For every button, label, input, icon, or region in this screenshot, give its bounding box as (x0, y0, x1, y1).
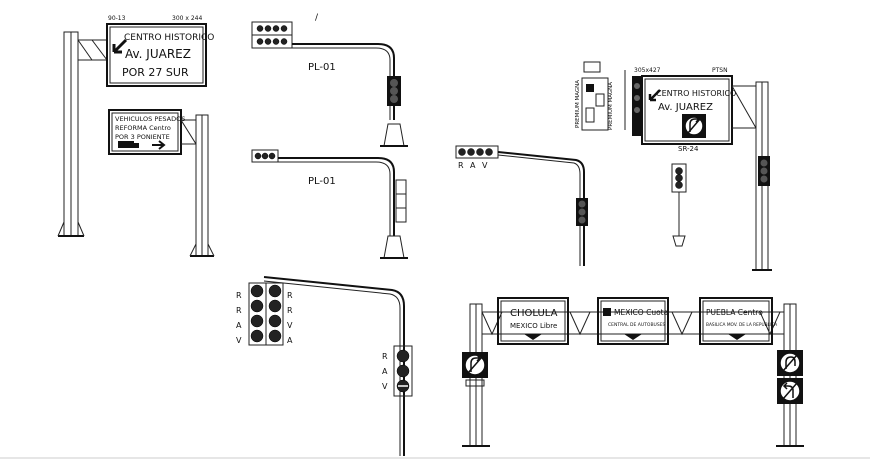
pole-base (383, 235, 405, 259)
direction-sign-1-subtitle: MEXICO Libre (510, 322, 557, 330)
traffic-pole-pl01-middle: PL-01 (251, 149, 408, 259)
sign-line1: VEHICULOS PESADOS (115, 115, 185, 123)
svg-text:/: / (315, 13, 319, 23)
vertical-signal-head (393, 345, 413, 397)
lamp-letter-amber: A (236, 321, 242, 330)
direction-sign-3-title: PUEBLA Centro (706, 308, 763, 317)
traffic-pole-pl01-top: / PL-01 (251, 13, 408, 147)
direction-sign-1 (497, 297, 569, 345)
horizontal-signal-head (251, 149, 279, 163)
sign-line2: REFORMA Centro (115, 124, 171, 132)
sign-line1: CENTRO HISTORICO (656, 89, 736, 98)
lamp-letter-red: R (236, 291, 242, 300)
direction-sign-2 (597, 297, 669, 345)
mast-arm (292, 43, 395, 120)
direction-sign-3-subtitle: BASILICA MOV. DE LA REPUBLICA (706, 322, 777, 328)
logo-icon (603, 308, 611, 316)
sign-line3: POR 3 PONIENTE (115, 133, 170, 141)
direction-sign-2-subtitle: CENTRAL DE AUTOBUSES (608, 322, 666, 328)
directional-gantry: CHOLULA MEXICO Libre MEXICO Cuota CENTRA… (462, 297, 804, 447)
lamp-letter-amber: A (287, 336, 293, 345)
truck-icon (118, 141, 134, 148)
direction-sign-2-title: MEXICO Cuota (614, 308, 668, 317)
direction-sign-3 (699, 297, 773, 345)
brand-label: PREMIUM MAGNA (575, 80, 581, 128)
lamp-letter-red: R (287, 291, 293, 300)
arrow-up-left-icon (648, 89, 661, 102)
traffic-pole-rav: R A V (455, 145, 588, 266)
controller-cabinet (581, 77, 609, 131)
sign-size: 300 x 244 (172, 15, 202, 22)
sign-board (106, 23, 207, 87)
lamp-letter-red-2: R (287, 306, 293, 315)
sign-line3: POR 27 SUR (122, 66, 189, 79)
lamp-letter-red-2: R (236, 306, 242, 315)
lamp-letter-red: R (458, 161, 464, 170)
sign-ref: PTSN (712, 67, 728, 74)
sign-code: 305x427 (634, 67, 661, 74)
direction-sign-1-title: CHOLULA (510, 308, 558, 319)
arrow-right-icon (152, 140, 166, 150)
traffic-pole-large: R R A V R R V A R A V (236, 276, 413, 456)
lamp-letter-amber: A (470, 161, 476, 170)
arrow-up-left-icon (112, 38, 128, 54)
arrow-down-icon (728, 334, 746, 340)
mast-arm (278, 157, 395, 236)
sign-board (641, 75, 733, 145)
sign-board (108, 109, 182, 155)
arrow-down-icon (624, 334, 642, 340)
pole-base (383, 123, 405, 147)
mast-arm (497, 151, 585, 266)
lamp-letter-amber: A (382, 367, 388, 376)
gantry-sign-historic-center: 90-13 300 x 244 CENTRO HISTORICO Av. JUA… (57, 15, 214, 237)
sign-code: 90-13 (108, 15, 126, 22)
sign-line1: CENTRO HISTORICO (124, 33, 214, 43)
sign-line2: Av. JUAREZ (125, 47, 191, 61)
vertical-signal-head (395, 179, 407, 223)
pole-label: PL-01 (308, 176, 336, 187)
premium-magna-unit: PREMIUM MAGNA PREMIUM MAGNA (575, 61, 626, 131)
arrow-down-icon (524, 334, 542, 340)
lamp-letter-green: V (236, 336, 242, 345)
lamp-letter-green: V (382, 382, 388, 391)
lamp-letter-red: R (382, 352, 388, 361)
side-signal-head (632, 76, 642, 136)
sign-sub: SR-24 (678, 145, 699, 153)
sign-line2: Av. JUAREZ (658, 102, 713, 113)
pedestal-signal (671, 163, 687, 247)
sign-sr24: 305x427 PTSN CENTRO HISTORICO Av. JUAREZ… (632, 67, 772, 271)
pole-label: PL-01 (308, 62, 336, 73)
brand-label-2: PREMIUM MAGNA (608, 82, 614, 130)
lamp-letter-green: V (482, 161, 488, 170)
mast-arm (263, 276, 405, 456)
lamp-letter-green: V (287, 321, 293, 330)
heavy-vehicles-sign: VEHICULOS PESADOS REFORMA Centro POR 3 P… (108, 109, 215, 257)
